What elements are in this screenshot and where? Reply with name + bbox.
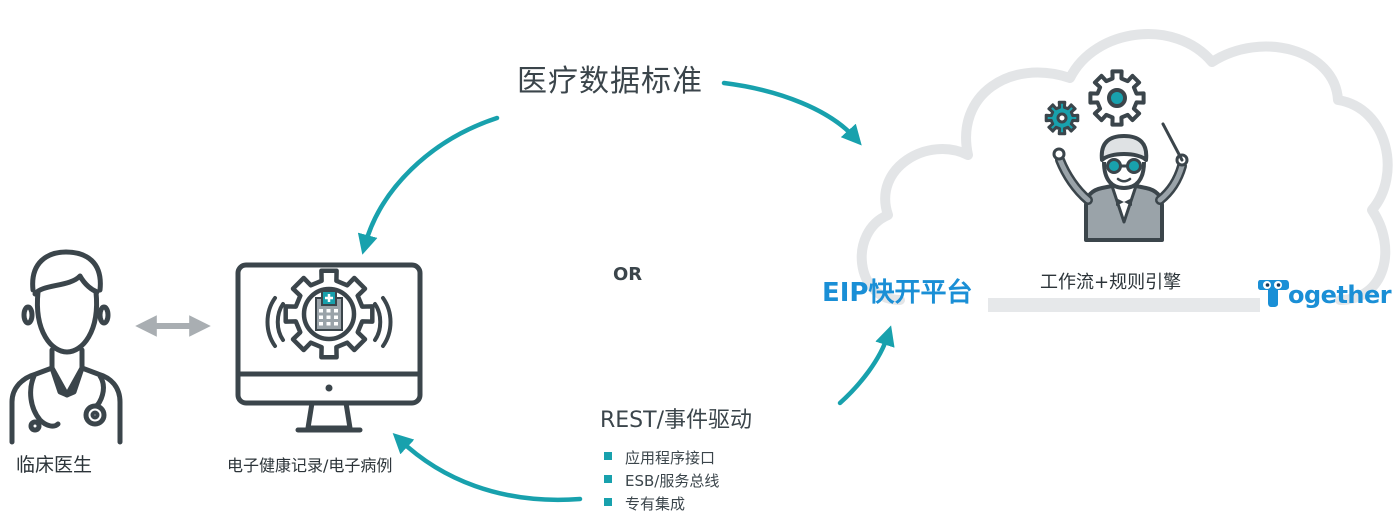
list-item: ESB/服务总线	[603, 470, 719, 493]
arrow-rest-to-cloud	[837, 325, 895, 406]
bullet-square-icon	[604, 475, 612, 483]
integration-method-list: 应用程序接口 ESB/服务总线 专有集成	[603, 447, 719, 516]
list-item-label: 应用程序接口	[625, 449, 716, 467]
cloud-icon	[856, 29, 1393, 312]
arrow-standard-to-cloud	[721, 80, 862, 146]
arrow-rest-to-ehr	[392, 433, 583, 503]
eip-platform-label: EIP快开平台	[822, 278, 973, 308]
cloud-base-bar	[988, 298, 1260, 312]
list-item: 专有集成	[603, 493, 719, 516]
medical-data-standard-label: 医疗数据标准	[517, 64, 703, 99]
brand-name: ogether	[1288, 281, 1392, 309]
gear-small-icon	[1044, 100, 1080, 136]
together-logo-icon	[1258, 280, 1289, 307]
list-item: 应用程序接口	[603, 447, 719, 470]
or-label: OR	[613, 264, 643, 285]
arrow-standard-to-ehr	[357, 115, 500, 255]
workflow-engine-label: 工作流+规则引擎	[1040, 272, 1182, 293]
bullet-square-icon	[604, 452, 612, 460]
doctor-icon	[9, 249, 123, 445]
bullet-square-icon	[604, 498, 612, 506]
computer-monitor-icon	[235, 262, 423, 433]
gear-icon	[1088, 69, 1146, 127]
rest-event-driven-label: REST/事件驱动	[600, 408, 753, 433]
list-item-label: ESB/服务总线	[625, 472, 720, 490]
hospital-gear-icon	[283, 268, 375, 360]
ehr-label: 电子健康记录/电子病例	[227, 456, 393, 475]
conductor-icon	[1052, 122, 1189, 242]
list-item-label: 专有集成	[625, 495, 686, 513]
clinician-label: 临床医生	[16, 454, 93, 476]
